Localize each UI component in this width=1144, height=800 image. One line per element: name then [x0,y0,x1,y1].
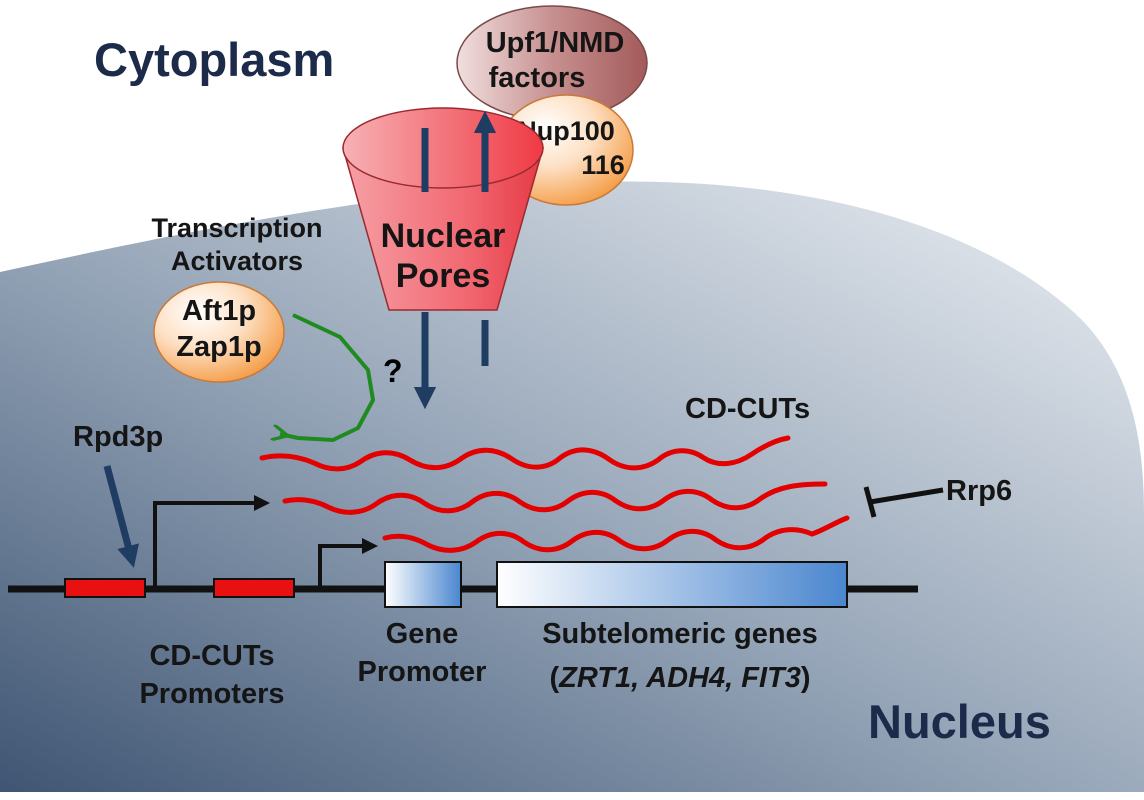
tss-arrow-small [318,538,378,589]
tss-arrow-large [153,495,270,589]
subtelomeric-genes-line1: Subtelomeric genes [542,618,818,650]
aft1p-zap1p: Aft1p Zap1p [153,281,285,383]
cd-cut-wave-1 [259,435,791,472]
nucleus-region [0,181,1144,793]
subtelomeric-genes-line2: (ZRT1, ADH4, FIT3) [549,662,810,694]
activator-green-arrow [280,313,375,442]
cd-cuts-label: CD-CUTs [685,393,810,425]
nuclear-pore-line2: Pores [396,257,491,295]
nmd-line2: factors [489,62,586,94]
activator-aft1p: Aft1p [182,295,256,327]
gene-promoter-line1: Gene [386,618,459,650]
cd-cut-wave-3 [382,515,850,553]
subtelomeric-paren-open: ( [549,662,559,694]
nuclear-pore-line1: Nuclear [381,217,506,255]
cd-cut-promoter-box-2 [213,578,295,598]
question-mark: ? [383,353,403,389]
rrp6-inhibition-bar [863,486,877,518]
subtelomeric-gene-names: ZRT1, ADH4, FIT3 [558,662,801,694]
nup-line2: 116 [581,150,625,180]
cytoplasm-label: Cytoplasm [94,33,334,86]
subtelomeric-paren-close: ) [801,662,811,694]
rrp6-label: Rrp6 [946,475,1012,507]
cd-cut-wave-2 [282,481,828,515]
gene-promoter-box [384,561,462,608]
rpd3p-label: Rpd3p [73,421,163,453]
rpd3p-arrow [103,465,139,568]
cd-cut-promoter-box-1 [64,578,146,598]
nmd-line1: Upf1/NMD [486,27,625,59]
activators-heading-2: Activators [171,246,303,276]
gene-promoter-line2: Promoter [358,656,487,688]
nucleus-label: Nucleus [868,695,1051,748]
cd-cuts-promoters-line1: CD-CUTs [149,640,274,672]
activators-heading-1: Transcription [151,213,322,243]
upf1-nmd-factors: Upf1/NMD factors [456,5,648,121]
subtelomeric-gene-box [496,561,848,608]
cd-cuts-promoters-line2: Promoters [139,678,284,710]
rrp6-inhibition-line [869,487,944,505]
activator-zap1p: Zap1p [176,331,261,363]
